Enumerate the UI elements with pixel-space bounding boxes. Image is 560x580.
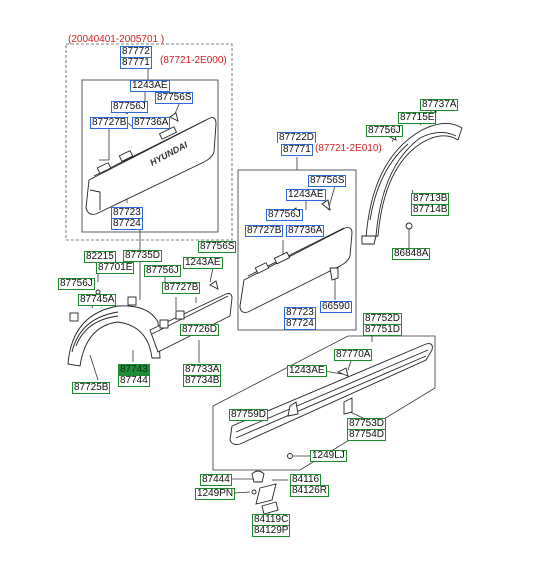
part-label-86848a[interactable]: 86848A [392, 248, 431, 260]
part-label-87725b[interactable]: 87725B [72, 382, 111, 394]
part-label-87736a-center[interactable]: 87736A [286, 225, 325, 237]
part-label-87723[interactable]: 87723 [111, 207, 143, 218]
part-label-87756s-center[interactable]: 87756S [308, 175, 347, 187]
pad-part [255, 483, 277, 505]
part-label-87714b[interactable]: 87714B [411, 204, 450, 216]
reference-note-center: (87721-2E010) [315, 143, 382, 154]
part-label-87727b-front[interactable]: 87727B [162, 282, 201, 294]
part-label-87772[interactable]: 87772 [120, 46, 152, 57]
part-label-87726d[interactable]: 87726D [180, 324, 220, 336]
part-label-87737a[interactable]: 87737A [420, 99, 459, 111]
part-label-87745a[interactable]: 87745A [78, 294, 117, 306]
front-wheel-arch [67, 305, 161, 367]
part-label-87771-center[interactable]: 87771 [281, 144, 313, 156]
part-label-87744[interactable]: 87744 [118, 375, 150, 387]
clip-part [251, 470, 265, 483]
part-label-1249pn[interactable]: 1249PN [195, 488, 236, 500]
part-label-87722d[interactable]: 87722D [277, 132, 317, 143]
part-label-87771[interactable]: 87771 [120, 57, 152, 69]
part-label-87727b-center[interactable]: 87727B [245, 225, 284, 237]
side-sill-moulding [229, 343, 433, 445]
part-label-87751d[interactable]: 87751D [363, 324, 403, 336]
rear-wheel-arch [365, 123, 463, 239]
part-label-87756j-rear[interactable]: 87756J [366, 125, 403, 137]
part-label-87727b[interactable]: 87727B [90, 117, 129, 129]
part-label-87735d[interactable]: 87735D [123, 250, 163, 262]
part-label-87701e[interactable]: 87701E [96, 262, 135, 274]
group-sill-frame [212, 335, 436, 471]
date-range: (20040401-2005701 ) [68, 34, 165, 45]
part-label-87770a[interactable]: 87770A [334, 349, 373, 361]
part-label-87752d[interactable]: 87752D [363, 313, 403, 324]
part-label-84119c[interactable]: 84119C [252, 514, 291, 525]
reference-note-left: (87721-2E000) [160, 55, 227, 66]
part-label-87736a[interactable]: 87736A [132, 117, 171, 129]
part-label-87723-center[interactable]: 87723 [284, 307, 316, 318]
part-label-84126r[interactable]: 84126R [290, 485, 330, 497]
part-label-87756j[interactable]: 87756J [111, 101, 148, 113]
part-label-1243ae[interactable]: 1243AE [130, 80, 170, 92]
part-label-87759d[interactable]: 87759D [229, 409, 269, 421]
part-label-87756s[interactable]: 87756S [155, 92, 194, 104]
part-label-87756j-front-b[interactable]: 87756J [58, 278, 95, 290]
part-label-87444[interactable]: 87444 [200, 474, 232, 486]
part-label-1249lj[interactable]: 1249LJ [310, 450, 347, 462]
part-label-1243ae-front[interactable]: 1243AE [183, 257, 223, 269]
part-label-84116[interactable]: 84116 [290, 474, 322, 485]
part-label-87756s-front[interactable]: 87756S [198, 241, 237, 253]
part-label-66590[interactable]: 66590 [320, 301, 352, 313]
body-moulding-left [85, 117, 217, 215]
part-label-87743[interactable]: 87743 [118, 364, 150, 375]
part-label-87754d[interactable]: 87754D [347, 429, 387, 441]
front-moulding [149, 293, 233, 353]
part-label-87713b[interactable]: 87713B [411, 193, 450, 204]
part-label-87756j-front-a[interactable]: 87756J [144, 265, 181, 277]
part-label-84129p[interactable]: 84129P [252, 525, 291, 537]
tape-part [261, 501, 279, 515]
part-label-87733a[interactable]: 87733A [183, 364, 222, 375]
part-label-87724[interactable]: 87724 [111, 218, 143, 230]
part-label-1243ae-center[interactable]: 1243AE [286, 189, 326, 201]
part-label-87734b[interactable]: 87734B [183, 375, 222, 387]
part-label-87724-center[interactable]: 87724 [284, 318, 316, 330]
part-label-1243ae-sill[interactable]: 1243AE [287, 365, 327, 377]
group-left-dashed-frame [65, 43, 233, 241]
part-label-87715e[interactable]: 87715E [398, 112, 437, 124]
part-label-87753d[interactable]: 87753D [347, 418, 387, 429]
body-moulding-center [239, 227, 353, 313]
part-label-87756j-center[interactable]: 87756J [266, 209, 303, 221]
